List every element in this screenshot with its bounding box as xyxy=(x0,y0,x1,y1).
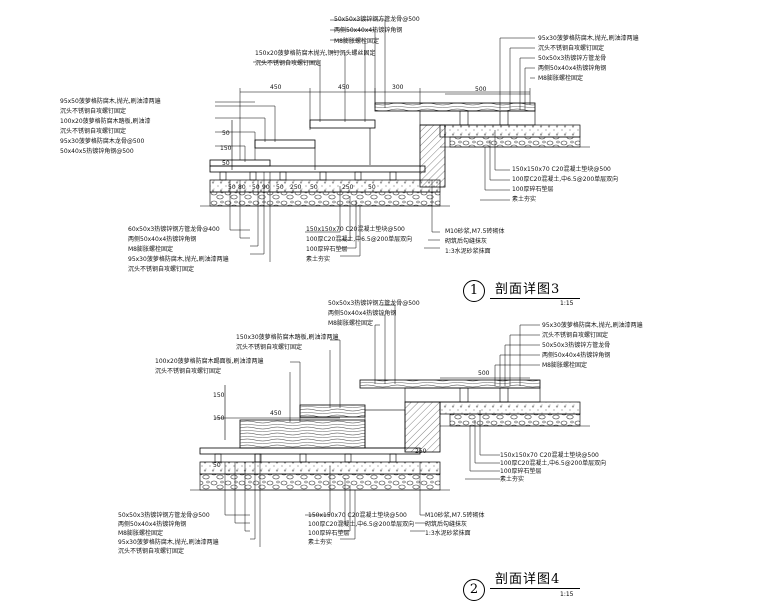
dim-4: 500 xyxy=(475,86,487,93)
note-left-5: 95x30菠萝格防腐木龙骨@500 xyxy=(60,138,145,145)
note-left-1: 95x50菠萝格防腐木,抛光,刷油漆两遍 xyxy=(60,98,161,105)
note-bm-3: 100厚碎石垫层 xyxy=(308,530,350,537)
note-right-3: 50x50x3热镀锌方管龙骨 xyxy=(538,55,607,62)
dim-5: 250 xyxy=(415,448,427,455)
note-left-6: 50x40x5热镀锌角钢@500 xyxy=(60,148,134,155)
note-top-2: 两侧50x40x4热镀锌角钢 xyxy=(328,310,397,317)
dim-12: 50 xyxy=(276,184,284,191)
note-bl-5: 沉头不锈钢自攻螺钉固定 xyxy=(118,548,185,555)
dim-5: 50 xyxy=(222,130,230,137)
dim-10: 50 xyxy=(252,184,260,191)
section-scale: 1:15 xyxy=(560,591,574,598)
section-scale: 1:15 xyxy=(560,300,574,307)
dim-4: 150 xyxy=(213,415,225,422)
dim-3: 300 xyxy=(392,84,404,91)
note-br-1: 150x150x70 C20混凝土垫块@500 xyxy=(512,166,611,173)
dim-8: 50 xyxy=(228,184,236,191)
note-top-5: 沉头不锈钢自攻螺钉固定 xyxy=(236,344,303,351)
note-left-2: 沉头不锈钢自攻螺钉固定 xyxy=(155,368,222,375)
note-rl-3: 100厚碎石垫层 xyxy=(500,468,542,475)
dim-2: 500 xyxy=(478,370,490,377)
section-number-bubble: 1 xyxy=(463,280,485,302)
dim-16: 50 xyxy=(368,184,376,191)
dim-6: 150 xyxy=(220,145,232,152)
dim-1: 450 xyxy=(270,84,282,91)
note-bm2-3: 1:3水泥砂浆抹面 xyxy=(425,530,471,537)
note-bl-2: 两侧50x40x4热镀锌角钢 xyxy=(128,236,197,243)
dim-7: 50 xyxy=(222,160,230,167)
note-bm-2: 100厚C20混凝土,中6.5@200单层双向 xyxy=(306,236,413,243)
note-left-1: 100x20菠萝格防腐木踢面板,刷油漆两遍 xyxy=(155,358,264,365)
note-bm2-3: 1:3水泥砂浆抹面 xyxy=(445,248,491,255)
dim-3: 150 xyxy=(213,392,225,399)
note-bm2-1: M10砂浆,M7.5砖砌体 xyxy=(445,228,505,235)
note-bl-3: M8膨胀螺栓固定 xyxy=(118,530,163,537)
note-bl-3: M8膨胀螺栓固定 xyxy=(128,246,173,253)
dim-11: 90 xyxy=(262,184,270,191)
note-right-3: 50x50x3热镀锌方管龙骨 xyxy=(542,342,611,349)
section-title: 剖面详图3 xyxy=(495,282,561,297)
note-right-2: 沉头不锈钢自攻螺钉固定 xyxy=(538,45,605,52)
note-bl-1: 50x50x3热镀锌钢方管龙骨@500 xyxy=(118,512,210,519)
note-bm2-1: M10砂浆,M7.5砖砌体 xyxy=(425,512,485,519)
note-bm2-2: 砌筑后勾缝抹灰 xyxy=(425,521,468,528)
note-top-3: M8膨胀螺栓固定 xyxy=(328,320,373,327)
section-title: 剖面详图4 xyxy=(495,572,561,587)
note-rl-4: 素土夯实 xyxy=(500,476,525,483)
note-bm2-2: 砌筑后勾缝抹灰 xyxy=(445,238,488,245)
note-right-1: 95x30菠萝格防腐木,抛光,刷油漆两遍 xyxy=(542,322,643,329)
note-bm-1: 150x150x70 C20混凝土垫块@500 xyxy=(306,226,405,233)
note-bl-2: 两侧50x40x4热镀锌角钢 xyxy=(118,521,187,528)
note-bl-5: 沉头不锈钢自攻螺钉固定 xyxy=(128,266,195,273)
dim-6: 50 xyxy=(213,462,221,469)
section-number-bubble: 2 xyxy=(463,579,485,601)
note-left-3: 100x20菠萝格防腐木踏板,刷油漆 xyxy=(60,118,151,125)
note-br-4: 素土夯实 xyxy=(512,196,537,203)
section-3-drawing xyxy=(200,19,590,262)
note-bl-1: 60x50x3热镀锌钢方管龙骨@400 xyxy=(128,226,220,233)
note-bm-4: 素土夯实 xyxy=(306,256,331,263)
title-underline xyxy=(490,588,580,589)
dim-1: 450 xyxy=(270,410,282,417)
note-bm-1: 150x150x70 C20混凝土垫块@500 xyxy=(308,512,407,519)
note-right-2: 沉头不锈钢自攻螺钉固定 xyxy=(542,332,609,339)
note-top-1: 50x50x3镀锌钢方管龙骨@500 xyxy=(334,16,420,23)
note-br-3: 100厚碎石垫层 xyxy=(512,186,554,193)
note-rl-1: 150x150x70 C20混凝土垫块@500 xyxy=(500,452,599,459)
title-underline xyxy=(490,298,580,299)
dim-14: 50 xyxy=(310,184,318,191)
dim-15: 250 xyxy=(342,184,354,191)
note-br-2: 100厚C20混凝土,中6.5@200单层双向 xyxy=(512,176,619,183)
note-rl-2: 100厚C20混凝土,中6.5@200单层双向 xyxy=(500,460,607,467)
note-bl-4: 95x30菠萝格防腐木,抛光,刷油漆两遍 xyxy=(118,539,219,546)
note-right-4: 两侧50x40x4热镀锌角钢 xyxy=(542,352,611,359)
note-right-1: 95x30菠萝格防腐木,抛光,刷油漆两遍 xyxy=(538,35,639,42)
note-right-5: M8膨胀螺栓固定 xyxy=(542,362,587,369)
note-left-4: 沉头不锈钢自攻螺钉固定 xyxy=(60,128,127,135)
note-bl-4: 95x30菠萝格防腐木,抛光,刷油漆两遍 xyxy=(128,256,229,263)
note-top-1: 50x50x3热镀锌钢方管龙骨@500 xyxy=(328,300,420,307)
dim-9: 80 xyxy=(238,184,246,191)
note-bm-4: 素土夯实 xyxy=(308,539,333,546)
note-top-4: 150x20菠萝格防腐木抛光,铜钉沉头螺丝固定 xyxy=(255,50,376,57)
dim-2: 450 xyxy=(338,84,350,91)
note-right-4: 两侧50x40x4热镀锌角钢 xyxy=(538,65,607,72)
note-top-2: 两侧50x40x4热镀锌角钢 xyxy=(334,27,403,34)
section-4-drawing xyxy=(190,304,590,547)
note-top-4: 150x30菠萝格防腐木踏板,刷油漆两遍 xyxy=(236,334,339,341)
note-right-5: M8膨胀螺栓固定 xyxy=(538,75,583,82)
note-top-5: 沉头不锈钢自攻螺钉固定 xyxy=(255,60,322,67)
note-bm-2: 100厚C20混凝土,中6.5@200单层双向 xyxy=(308,521,415,528)
note-bm-3: 100厚碎石垫层 xyxy=(306,246,348,253)
note-top-3: M8膨胀螺栓固定 xyxy=(334,38,379,45)
note-left-2: 沉头不锈钢自攻螺钉固定 xyxy=(60,108,127,115)
dim-13: 250 xyxy=(290,184,302,191)
